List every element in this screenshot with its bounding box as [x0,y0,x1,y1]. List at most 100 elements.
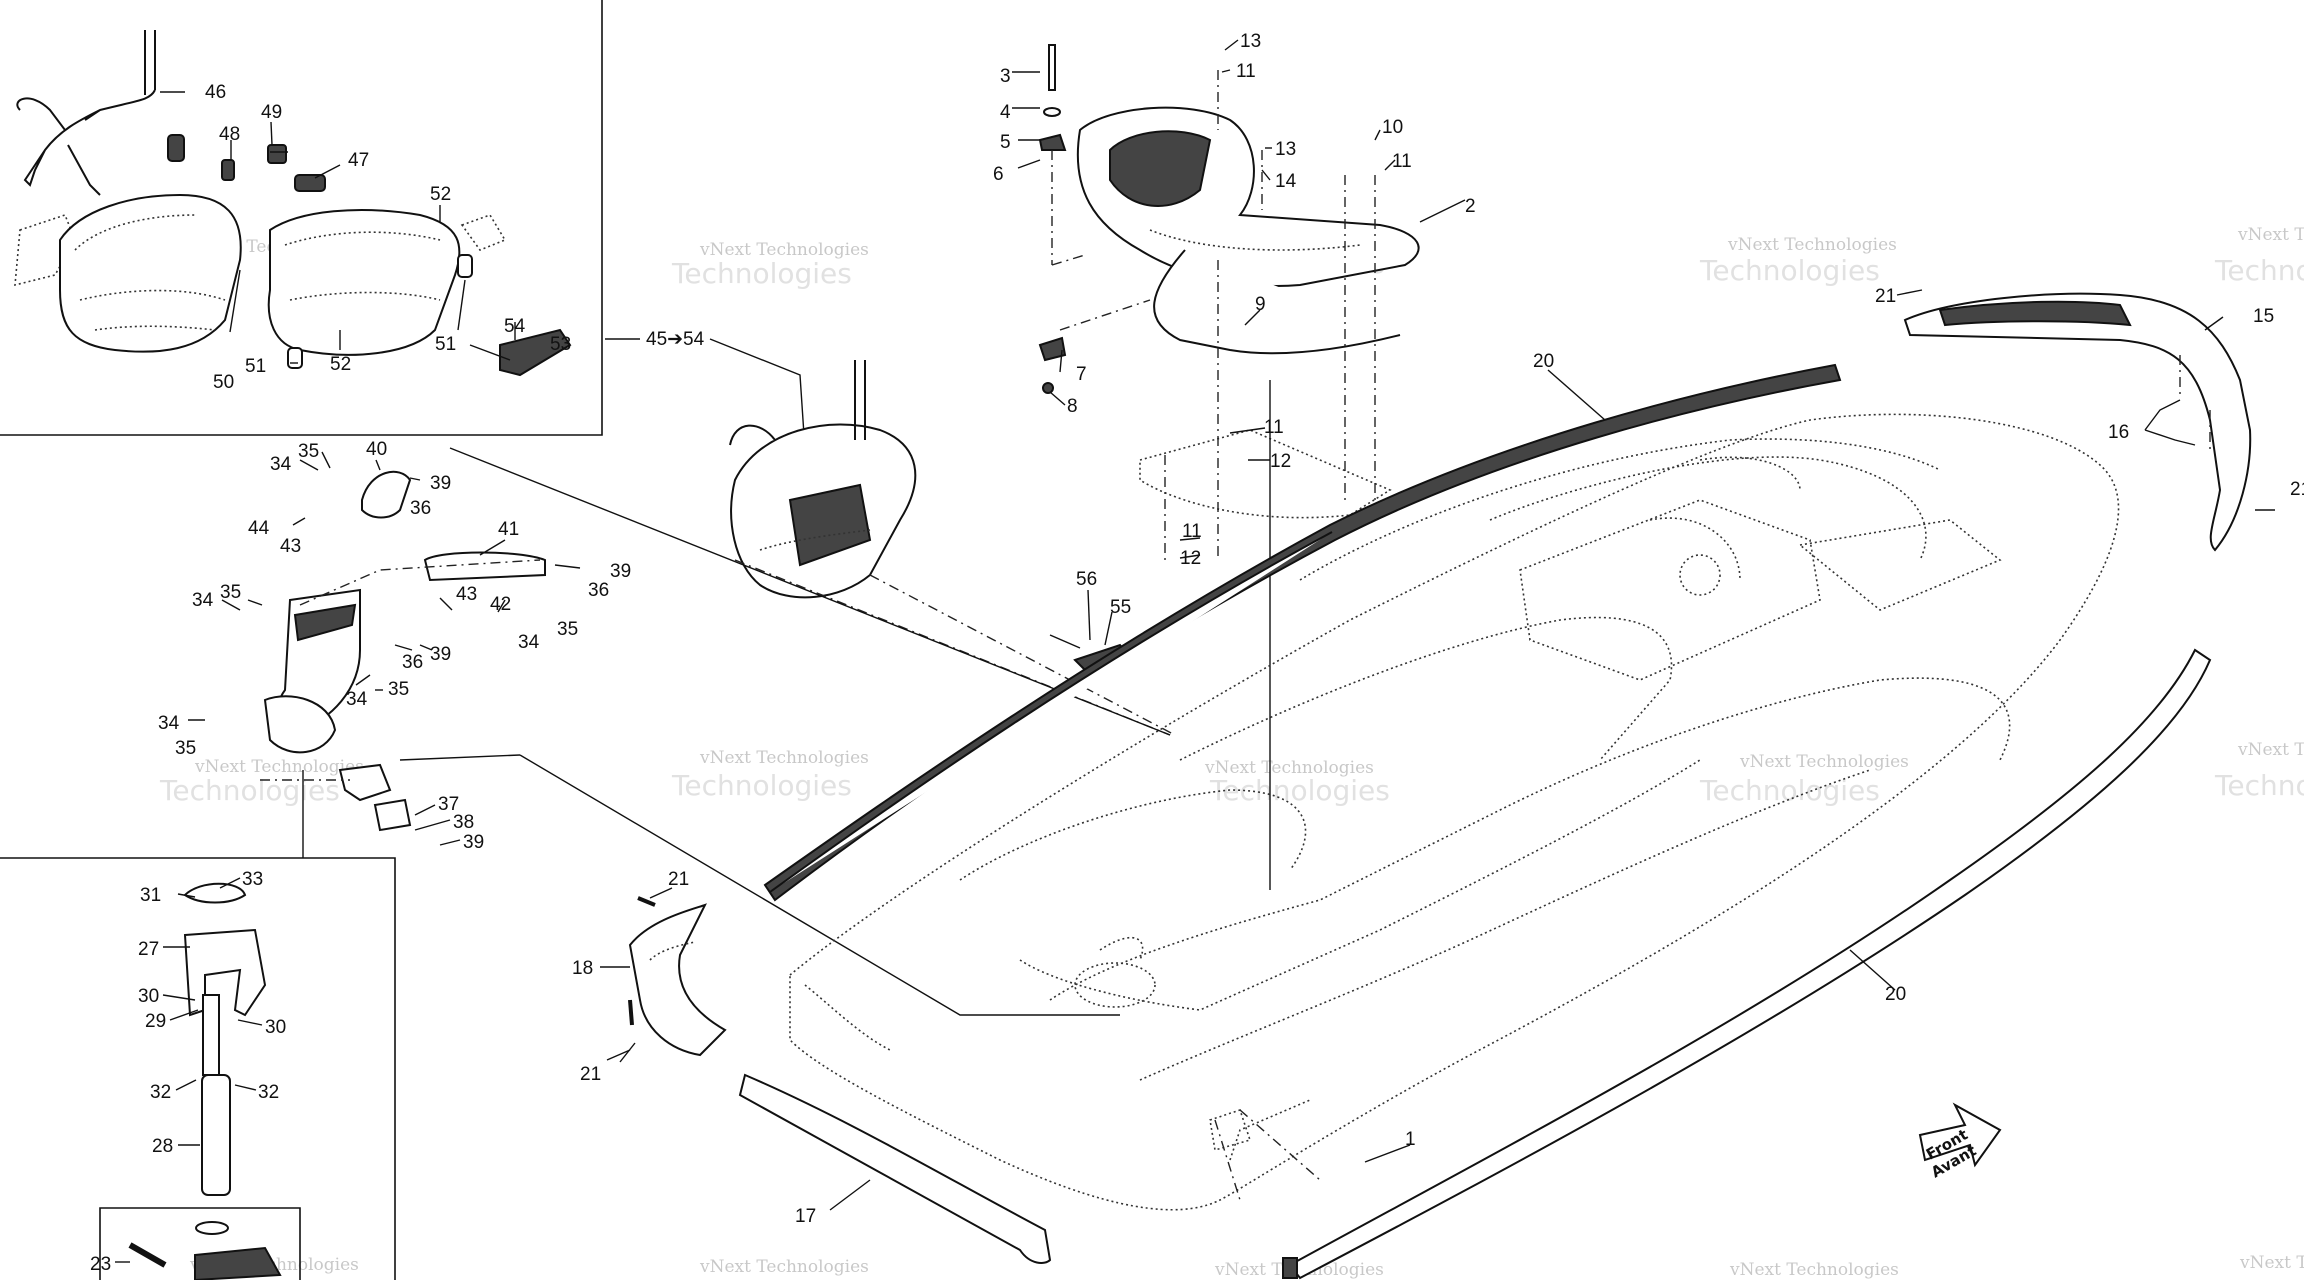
rear-seat-handle [729,360,866,446]
base-23 [194,1246,282,1280]
steering-cover-40 [361,470,412,519]
callout-55: 55 [1110,597,1131,618]
latch-7 [1038,336,1067,362]
front-arrow-icon [1918,1102,2002,1168]
callout-38: 38 [453,812,474,833]
callout-32: 32 [258,1082,279,1103]
knob-31 [183,882,247,904]
callout-47: 47 [348,150,369,171]
callout-4: 4 [1000,102,1011,123]
callout-29: 29 [145,1011,166,1032]
hull-outline [789,413,2120,1211]
callout-34: 34 [192,590,214,611]
callout-43: 43 [280,536,301,557]
callout-12: 12 [1180,548,1201,569]
spacer [373,798,412,832]
latch [294,174,326,192]
rub-strip-20-upper [763,363,1842,902]
rear-bumper-15-strip [1938,300,2132,327]
callout-11: 11 [1264,417,1284,438]
callout-8: 8 [1067,396,1078,417]
callout-3: 3 [1000,66,1011,87]
callout-52: 52 [430,184,451,205]
callout-15: 15 [2253,306,2274,327]
callout-12: 12 [1270,451,1291,472]
clamp-27 [183,928,267,1017]
front-cover-assembly: 3 4 5 6 13 11 10 11 13 14 2 9 7 8 11 12 … [993,31,1476,890]
watermark: vNext Technologies [699,748,869,768]
seat-frame-right-detail [284,231,441,301]
callout-6: 6 [993,164,1004,185]
seat-frame-right [267,209,461,356]
bushing [457,254,473,278]
callout-21: 21 [2290,479,2304,500]
watermark: vNext Technologies [1727,235,1897,255]
callout-52: 52 [330,354,351,375]
callout-51: 51 [245,356,266,377]
post-tube [202,994,220,1076]
callout-35: 35 [220,582,241,603]
watermark: Technologies [671,769,852,802]
callout-30: 30 [138,986,159,1007]
callout-39: 39 [463,832,484,853]
watermark: Technologies [2214,769,2304,802]
callout-1: 1 [1405,1129,1416,1150]
callout-48: 48 [219,124,240,145]
callout-39: 39 [430,473,451,494]
side-vent-18 [628,903,727,1057]
side-pad [14,214,76,287]
callout-34: 34 [270,454,292,475]
step-plate [499,328,572,377]
clip [267,144,287,164]
watermark: vNext Technologies [1739,752,1909,772]
rear-seat-grille [788,483,872,567]
steering-assembly: 35 40 34 39 36 44 43 41 39 36 43 42 35 3… [158,439,1171,1016]
callout-11: 11 [1182,521,1202,542]
hull-footwell [1049,677,2011,1001]
steering-tilt-base [263,695,337,754]
inset-box-bottom-left [0,857,396,1280]
callout-50: 50 [213,372,234,393]
cover-2-grille [1109,130,1212,207]
callout-43: 43 [456,584,477,605]
callout-21: 21 [580,1064,601,1085]
callout-7: 7 [1076,364,1087,385]
rub-strip-upper: 20 [763,351,1842,902]
callout-28: 28 [152,1136,173,1157]
post-assembly-inset: 31 33 27 30 29 30 32 32 28 23 [90,869,286,1280]
callout-32: 32 [150,1082,171,1103]
side-vent-18: 21 18 21 [572,869,727,1085]
callout-53: 53 [550,334,571,355]
callout-40: 40 [366,439,387,460]
callout-36: 36 [402,652,423,673]
rub-strip-17: 17 [738,1073,1052,1264]
rub-strip-20-lower [1288,648,2212,1280]
strap-buckle [221,159,235,181]
watermark: vNext Technologies [1729,1260,1899,1280]
callout-39: 39 [610,561,631,582]
callout-35: 35 [175,738,196,759]
callout-20: 20 [1533,351,1554,372]
callout-34: 34 [346,689,368,710]
rear-bumper: 21 15 16 21 [1875,286,2304,552]
callout-35: 35 [388,679,409,700]
hull: 1 [789,413,2120,1211]
steering-clamp [293,603,357,642]
callout-2: 2 [1465,196,1476,217]
callout-49: 49 [261,102,282,123]
callout-46: 46 [205,82,226,103]
callout-35: 35 [298,441,319,462]
latch-6 [1038,133,1067,151]
callout-21: 21 [668,869,689,890]
hull-deck-seat [1519,499,1821,681]
seat-frame-left [59,193,242,353]
watermark: Technologies [1209,774,1390,807]
cover-support [1139,429,1392,519]
callout-36: 36 [588,580,609,601]
callout-31: 31 [140,885,161,906]
watermark: vNext Technologies [2237,740,2304,760]
seat-assembly-inset: 46 49 48 47 52 51 50 51 52 54 53 [14,30,572,393]
bolt-3 [1048,44,1056,91]
rear-bumper-15 [1903,292,2252,552]
